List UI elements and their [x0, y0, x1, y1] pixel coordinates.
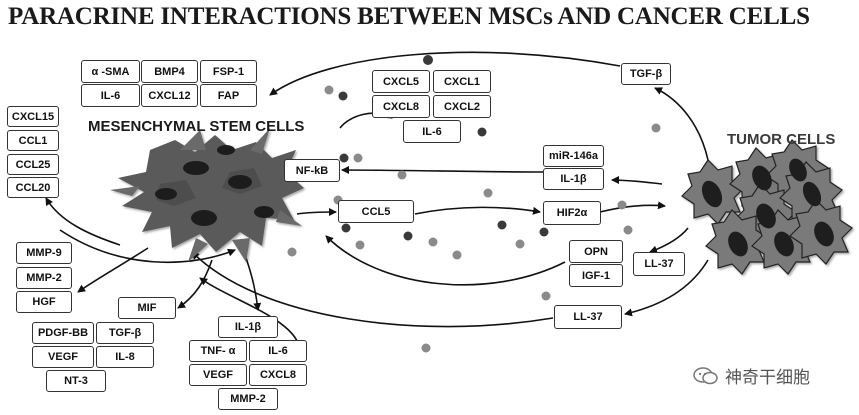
- box-cxcl1: CXCL1: [433, 70, 491, 93]
- box-pdgfbb: PDGF-BB: [32, 322, 94, 344]
- arrow-tumor-to-ll37b: [624, 259, 709, 317]
- box-il1b-bottom: IL-1β: [218, 316, 278, 338]
- box-cxcl5: CXCL5: [372, 70, 430, 93]
- arrow-msc-to-mmp: [77, 247, 149, 293]
- wechat-icon: [693, 366, 718, 384]
- arrow-ccl5-to-hif2a: [414, 206, 541, 215]
- box-ccl25: CCL25: [7, 154, 59, 175]
- arrow-tumor-to-tgfb: [654, 87, 709, 161]
- watermark-text: 神奇干细胞: [725, 368, 810, 388]
- msc-label: MESENCHYMAL STEM CELLS: [88, 118, 305, 135]
- arrow-hif2a-to-tumor: [599, 201, 666, 213]
- box-il6-mid: IL-6: [403, 120, 461, 143]
- box-il1b-right: IL-1β: [543, 168, 604, 190]
- box-hif2a: HIF2α: [543, 201, 601, 225]
- box-asma: α -SMA: [81, 60, 140, 83]
- arrow-msc-to-mif: [177, 259, 213, 309]
- box-mir146a: miR-146a: [543, 145, 604, 167]
- box-il8: IL-8: [96, 346, 154, 368]
- box-ccl1: CCL1: [7, 130, 59, 151]
- box-cxcl8-bottom: CXCL8: [249, 364, 307, 386]
- box-nt3: NT-3: [46, 370, 106, 392]
- box-cxcl15: CXCL15: [7, 106, 59, 127]
- box-fap: FAP: [200, 84, 257, 107]
- arrow-msc-to-il1b: [245, 257, 262, 311]
- tumor-label: TUMOR CELLS: [727, 131, 836, 148]
- box-il6-bottom: IL-6: [249, 340, 307, 362]
- box-mif: MIF: [118, 297, 176, 319]
- box-cxcl12: CXCL12: [141, 84, 198, 107]
- msc-cell-cluster: [110, 128, 304, 262]
- arrow-ll37-to-msc: [191, 251, 554, 328]
- arrows: [45, 51, 709, 353]
- box-cxcl2: CXCL2: [433, 95, 491, 118]
- arrow-tumor-to-ll37: [649, 227, 689, 254]
- box-opn: OPN: [569, 240, 623, 263]
- watermark: 神奇干细胞: [693, 363, 810, 388]
- box-vegf-bottom: VEGF: [189, 364, 247, 386]
- box-mmp2-bottom: MMP-2: [218, 388, 278, 410]
- box-ccl5: CCL5: [338, 200, 414, 223]
- box-tnfa: TNF- α: [189, 340, 247, 362]
- arrow-opn-to-msc: [325, 235, 566, 286]
- diagram-title: PARACRINE INTERACTIONS BETWEEN MSCs AND …: [8, 3, 810, 30]
- box-ll37-a: LL-37: [633, 252, 685, 276]
- box-cxcl8-top: CXCL8: [372, 95, 430, 118]
- box-tgfb-bottom: TGF-β: [96, 322, 154, 344]
- tumor-nuclei: [701, 158, 834, 257]
- box-hgf: HGF: [16, 291, 72, 313]
- box-igf1: IGF-1: [569, 264, 623, 287]
- box-ccl20: CCL20: [7, 177, 59, 198]
- box-il6-top: IL-6: [81, 84, 140, 107]
- arrow-il1b-to-nfkb: [341, 166, 547, 175]
- arrow-msc-to-ccl5: [296, 208, 337, 217]
- arrow-tgfb-to-msc: [269, 51, 621, 96]
- box-vegf-left: VEGF: [32, 346, 94, 368]
- box-bmp4: BMP4: [141, 60, 198, 83]
- box-nfkb: NF-kB: [284, 159, 340, 182]
- arrow-msc-to-ccl20: [45, 197, 121, 246]
- box-tgfb-top: TGF-β: [621, 63, 671, 85]
- arrow-ccl20-loop: [59, 229, 236, 264]
- arrow-tumor-to-il1b: [611, 176, 663, 185]
- box-mmp2-left: MMP-2: [16, 267, 72, 289]
- box-mmp9: MMP-9: [16, 242, 72, 264]
- box-ll37-b: LL-37: [554, 305, 622, 329]
- box-fsp1: FSP-1: [200, 60, 257, 83]
